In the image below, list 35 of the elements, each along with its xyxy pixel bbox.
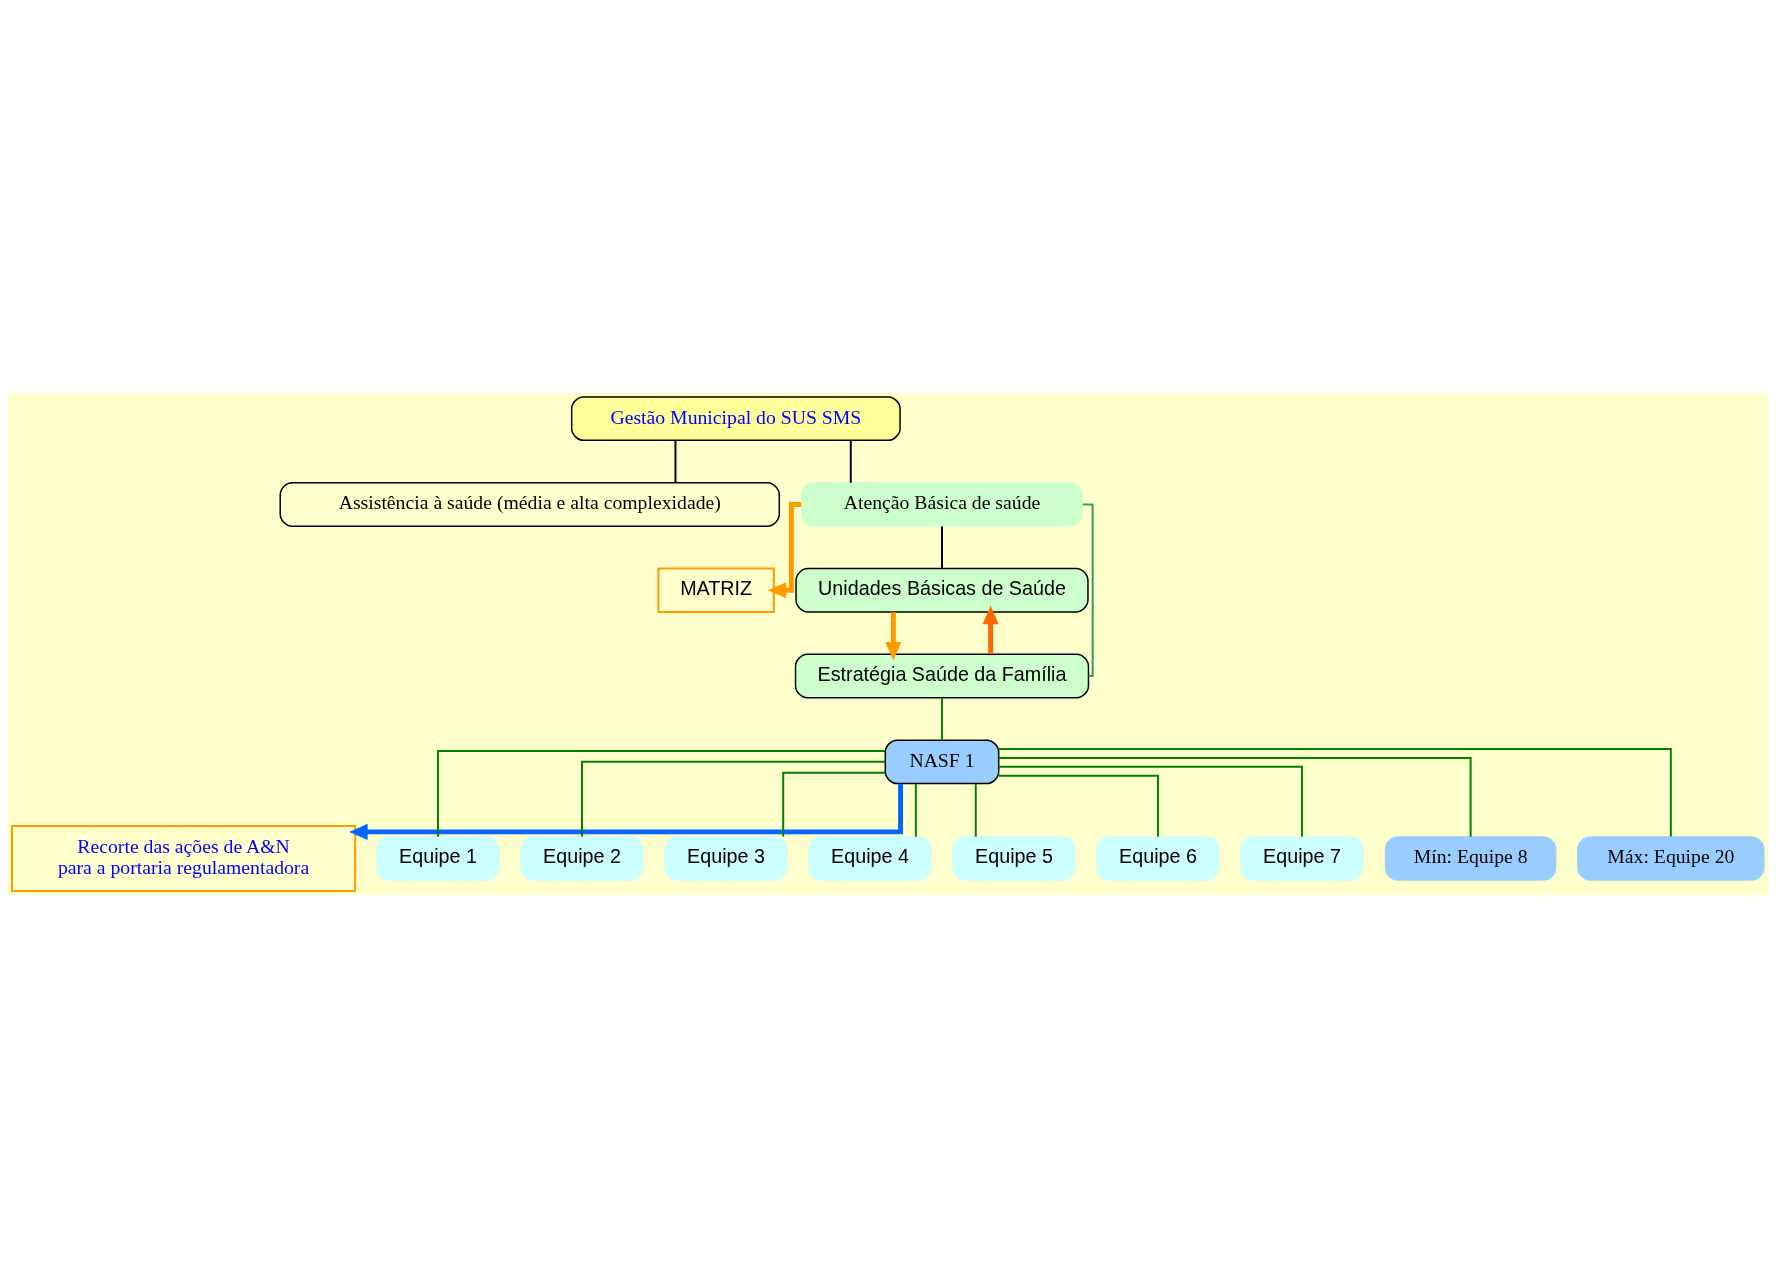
node-box: Equipe 7 xyxy=(1240,836,1364,881)
node-box: MATRIZ xyxy=(657,567,775,613)
node-box: Recorte das ações de A&N para a portaria regulamentadora xyxy=(11,824,357,893)
node-box: Mín: Equipe 8 xyxy=(1384,836,1557,881)
connector xyxy=(997,756,1472,838)
node-box: NASF 1 xyxy=(884,739,1000,785)
node-box: Máx: Equipe 20 xyxy=(1577,836,1765,881)
connector xyxy=(849,439,852,484)
node-box: Equipe 4 xyxy=(808,836,932,881)
connector xyxy=(674,439,677,484)
arrow xyxy=(349,783,904,840)
connector xyxy=(1081,503,1094,678)
connector xyxy=(941,697,943,742)
connector xyxy=(974,782,977,838)
node-box: Equipe 2 xyxy=(520,836,644,881)
connector xyxy=(997,774,1159,838)
connector xyxy=(914,782,917,838)
arrow xyxy=(982,605,999,654)
node-box: Assistência à saúde (média e alta complexidade) xyxy=(279,482,780,527)
connector xyxy=(998,765,1303,838)
connector xyxy=(782,771,887,838)
node-box: Equipe 6 xyxy=(1096,836,1220,881)
node-box: Unidades Básicas de Saúde xyxy=(795,567,1089,613)
node-box: Equipe 1 xyxy=(376,836,500,881)
node-box: Estratégia Saúde da Família xyxy=(794,653,1090,699)
connector xyxy=(941,525,943,570)
connector xyxy=(997,748,1672,838)
connector xyxy=(437,750,887,838)
arrow xyxy=(767,502,802,599)
node-box: Gestão Municipal do SUS SMS xyxy=(570,396,901,442)
node-box: Equipe 5 xyxy=(952,836,1076,881)
node-box: Atenção Básica de saúde xyxy=(800,482,1084,527)
arrow xyxy=(885,612,902,661)
connector xyxy=(581,760,886,838)
node-box: Equipe 3 xyxy=(664,836,788,881)
